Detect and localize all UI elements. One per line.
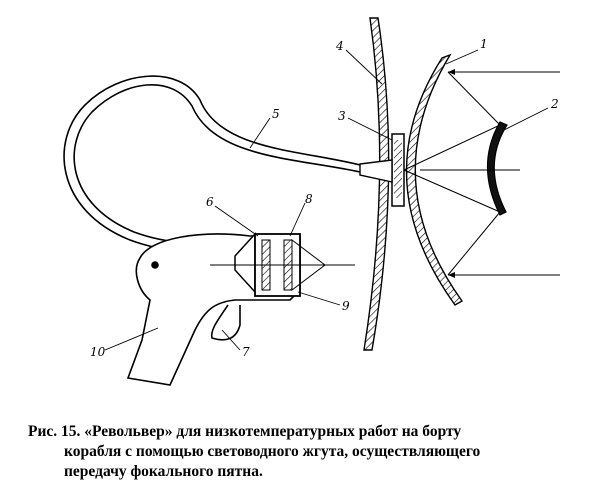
label-9: 9 bbox=[342, 299, 350, 313]
label-8: 8 bbox=[305, 192, 313, 206]
label-2: 2 bbox=[550, 97, 559, 111]
leader-lines bbox=[104, 49, 549, 351]
ship-hull bbox=[363, 17, 390, 351]
label-5: 5 bbox=[272, 107, 280, 121]
label-6: 6 bbox=[206, 195, 214, 209]
label-4: 4 bbox=[335, 39, 344, 53]
caption-line-1: Рис. 15. «Револьвер» для низкотемператур… bbox=[28, 423, 462, 440]
caption-line-3: передачу фокального пятна. bbox=[64, 463, 263, 480]
caption-line-2: корабля с помощью световодного жгута, ос… bbox=[64, 443, 481, 460]
fiber-bundle bbox=[63, 75, 393, 253]
input-end-mount bbox=[391, 133, 405, 207]
output-head bbox=[210, 232, 355, 297]
label-7: 7 bbox=[242, 345, 250, 359]
label-1: 1 bbox=[480, 37, 488, 51]
light-rays bbox=[403, 69, 560, 278]
collecting-mirror bbox=[405, 53, 464, 306]
label-10: 10 bbox=[90, 345, 106, 359]
technical-drawing: 1 2 3 4 5 6 7 8 9 10 bbox=[63, 17, 560, 386]
label-3: 3 bbox=[338, 109, 346, 123]
focusing-mirror bbox=[487, 121, 508, 216]
